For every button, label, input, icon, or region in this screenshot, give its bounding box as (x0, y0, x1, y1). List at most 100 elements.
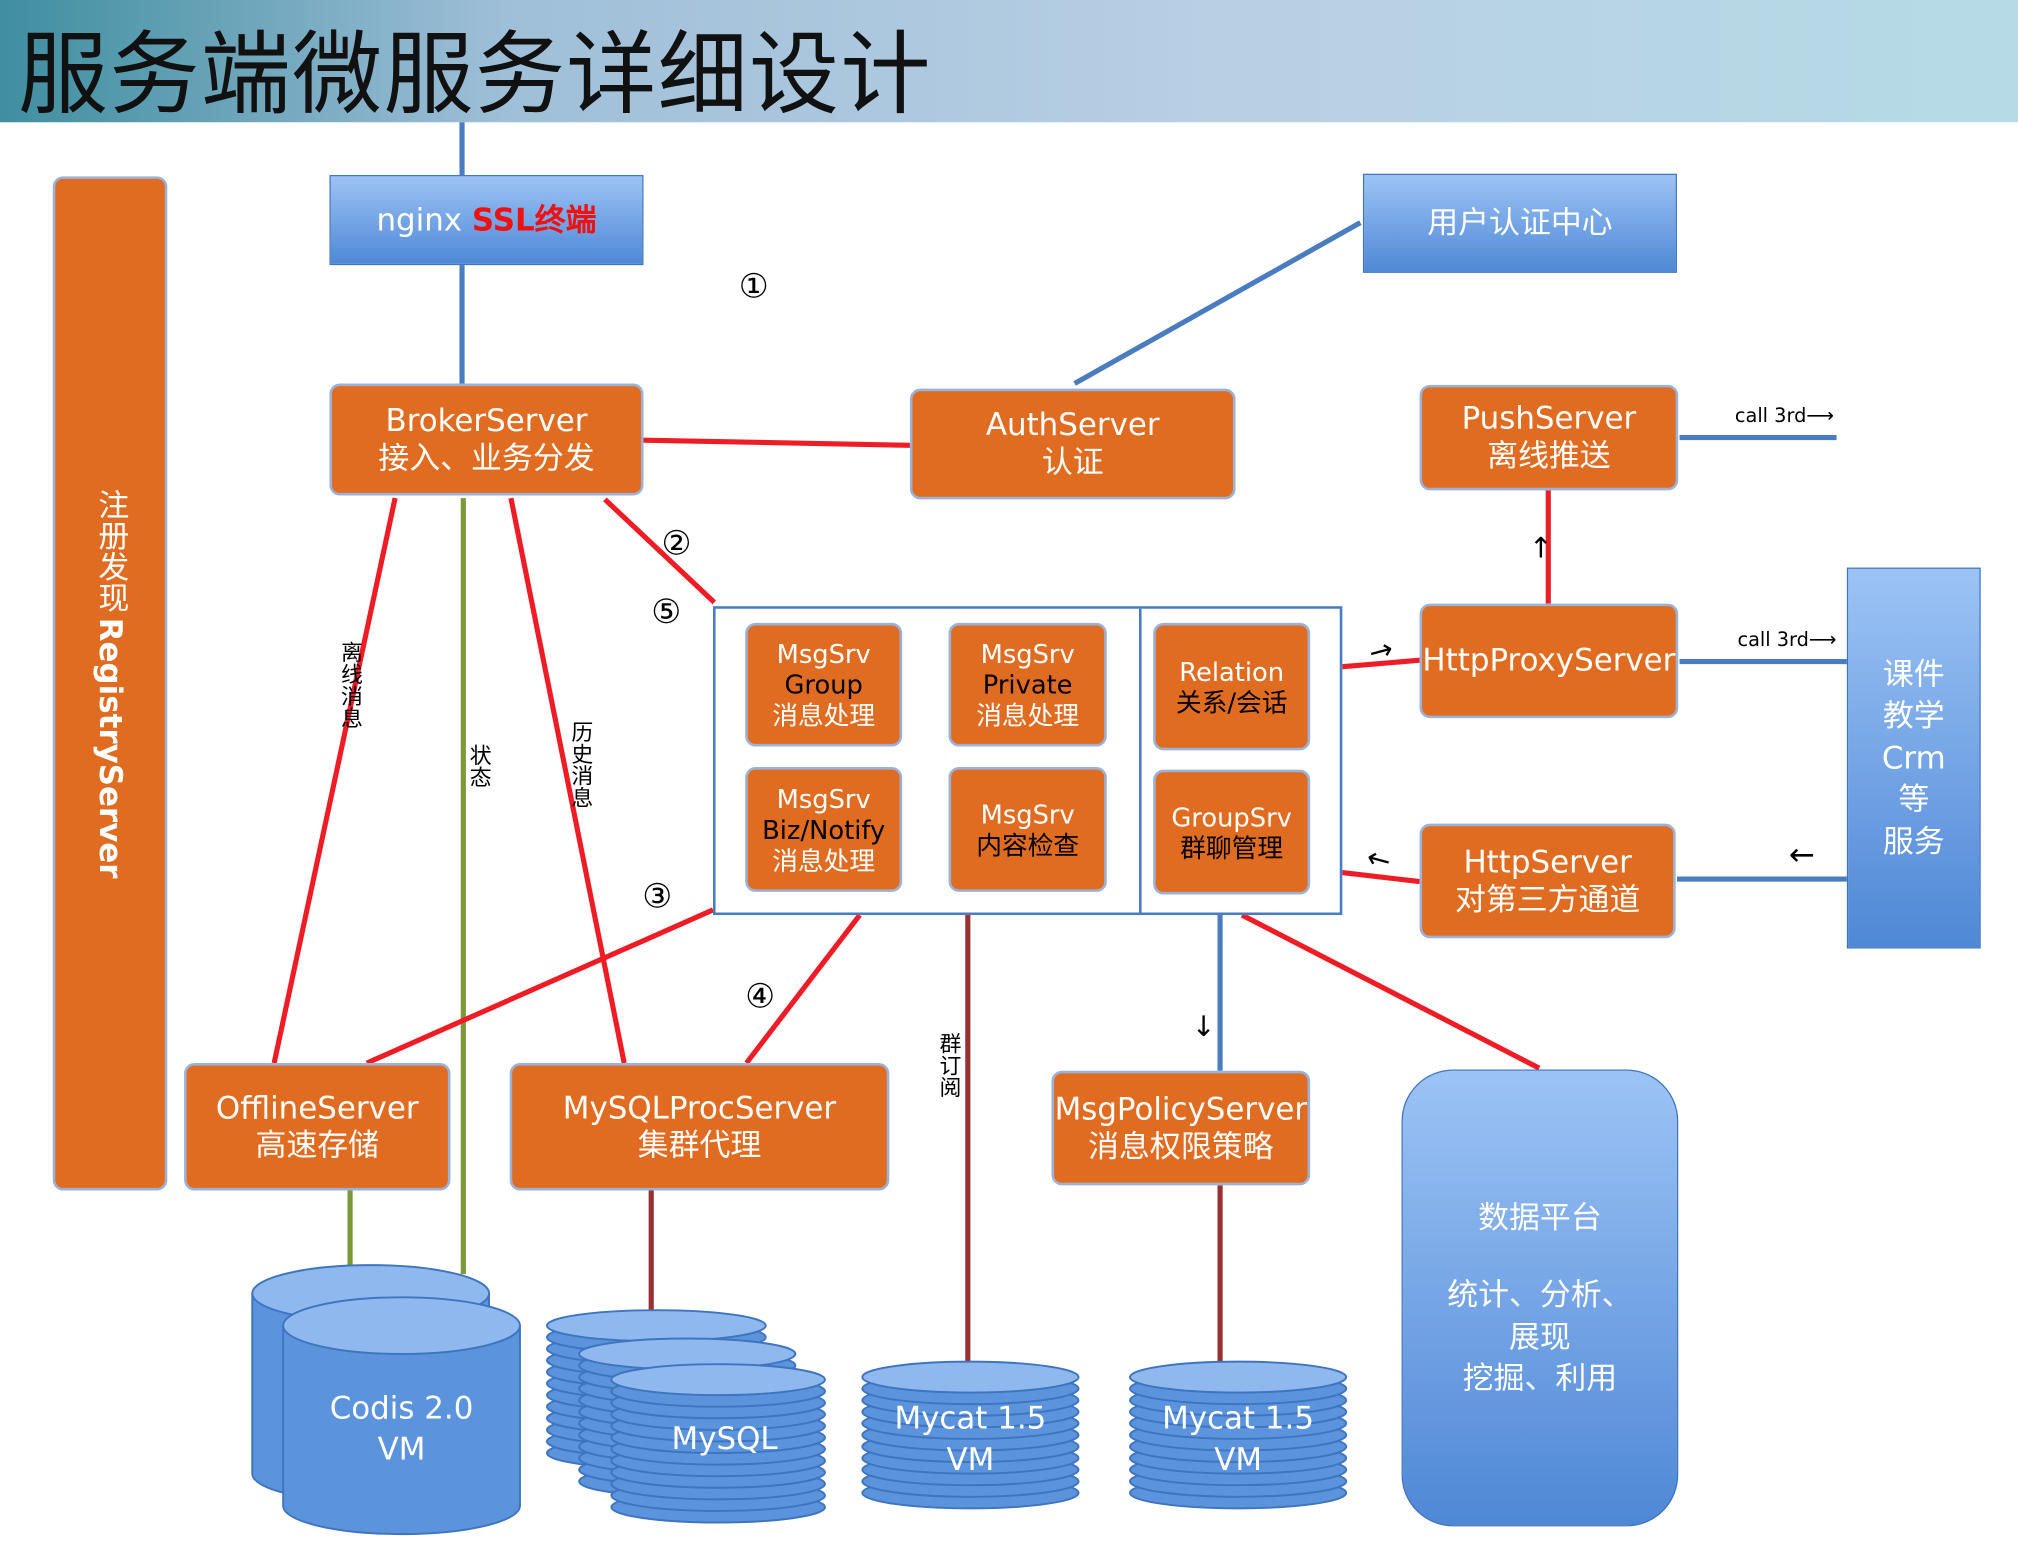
msgsrv-private-l1: MsgSrv (980, 638, 1075, 670)
msgsrv-group-l1: MsgSrv (776, 638, 871, 670)
broker-server[interactable]: BrokerServer 接入、业务分发 (329, 383, 644, 496)
codis-l1: Codis 2.0 (329, 1389, 474, 1426)
third-party-line: 等 (1898, 781, 1930, 818)
push-name: PushServer (1461, 400, 1637, 437)
mycat1-l2: VM (946, 1441, 995, 1478)
data-platform-l2: 统计、分析、 (1447, 1276, 1633, 1313)
msgsrv-group-l3: 消息处理 (772, 700, 876, 732)
user-auth-center[interactable]: 用户认证中心 (1362, 173, 1677, 273)
msgsrv-biz-l2: Biz/Notify (762, 814, 886, 845)
page-title: 服务端微服务详细设计 (18, 21, 932, 128)
third-party-services[interactable]: 课件 教学 Crm 等 服务 (1846, 567, 1981, 949)
offline-server[interactable]: OfflineServer 高速存储 (184, 1063, 451, 1191)
relation-server[interactable]: Relation 关系/会话 (1153, 622, 1311, 751)
data-platform-l3: 展现 (1509, 1318, 1571, 1355)
mysqlproc-desc: 集群代理 (637, 1126, 762, 1163)
line-broker-mysqlproc (508, 497, 627, 1064)
arrow-left-icon: ← (1788, 836, 1815, 873)
ssl-label: SSL终端 (471, 201, 597, 238)
nginx-box[interactable]: nginx SSL终端 (329, 175, 644, 266)
msgsrv-biz-l3: 消息处理 (772, 844, 876, 876)
data-platform-title: 数据平台 (1478, 1199, 1602, 1236)
mysql-label: MySQL (615, 1418, 834, 1460)
http-server-name: HttpServer (1463, 843, 1632, 880)
call-3rd-push-label: call 3rd⟶ (1734, 404, 1834, 428)
mycat2-label: Mycat 1.5 VM (1130, 1398, 1346, 1481)
broker-name: BrokerServer (385, 402, 588, 439)
line-broker-auth (643, 437, 910, 448)
msg-policy-server[interactable]: MsgPolicyServer 消息权限策略 (1051, 1070, 1311, 1186)
line-core-dataplatform (1240, 912, 1541, 1071)
msgsrv-private[interactable]: MsgSrv Private 消息处理 (948, 622, 1107, 747)
group-server[interactable]: GroupSrv 群聊管理 (1153, 769, 1311, 895)
offline-msg-label: 离线消息 (335, 640, 362, 729)
codis-l2: VM (377, 1431, 426, 1468)
nginx-label: nginx (376, 201, 463, 238)
msgsrv-check-l1: MsgSrv (980, 798, 1075, 830)
codis-db-icon (251, 1264, 521, 1536)
msgpolicy-name: MsgPolicyServer (1054, 1090, 1308, 1128)
http-proxy-server[interactable]: HttpProxyServer (1419, 603, 1679, 719)
offline-name: OfflineServer (215, 1089, 419, 1126)
mycat1-l1: Mycat 1.5 (894, 1400, 1047, 1437)
status-label: 状态 (464, 743, 491, 788)
registry-name: RegistryServer (92, 617, 129, 879)
step-1: ① (738, 267, 769, 307)
push-server[interactable]: PushServer 离线推送 (1419, 384, 1679, 491)
msgsrv-biz-l1: MsgSrv (776, 783, 871, 815)
mysqlproc-name: MySQLProcServer (562, 1089, 837, 1126)
line-broker-core (603, 497, 717, 605)
group-sub-label: 群订阅 (934, 1032, 961, 1098)
registry-desc: 注册发现 (92, 488, 129, 613)
step-5: ⑤ (651, 593, 682, 632)
groupsrv-l2: 群聊管理 (1180, 832, 1284, 863)
line-core-mysqlproc (744, 913, 862, 1065)
msgsrv-content-check[interactable]: MsgSrv 内容检查 (948, 767, 1107, 892)
step-2: ② (661, 525, 692, 564)
offline-desc: 高速存储 (255, 1126, 380, 1163)
relation-l1: Relation (1179, 655, 1285, 687)
msgsrv-group-l2: Group (784, 669, 863, 701)
mycat2-l2: VM (1214, 1441, 1262, 1478)
http-proxy-name: HttpProxyServer (1422, 642, 1676, 679)
registry-server[interactable]: RegistryServer 注册发现 (52, 176, 168, 1191)
line-auth-usercenter (1073, 220, 1362, 386)
data-platform[interactable]: 数据平台 统计、分析、 展现 挖掘、利用 (1401, 1069, 1679, 1527)
third-party-line: 教学 (1882, 698, 1945, 735)
title-bar: 服务端微服务详细设计 (0, 0, 2018, 127)
line-core-proxy (1342, 657, 1420, 670)
mycat2-db-icon (1129, 1360, 1348, 1510)
step-3: ③ (642, 877, 673, 917)
third-party-line: Crm (1881, 739, 1946, 776)
auth-server[interactable]: AuthServer 认证 (909, 388, 1236, 500)
step-4: ④ (745, 978, 776, 1017)
line-broker-offline (271, 497, 398, 1064)
push-desc: 离线推送 (1487, 437, 1611, 474)
msgsrv-biz-notify[interactable]: MsgSrv Biz/Notify 消息处理 (745, 767, 903, 892)
third-party-line: 课件 (1882, 656, 1945, 693)
msgsrv-private-l3: 消息处理 (976, 700, 1080, 732)
groupsrv-l1: GroupSrv (1171, 801, 1292, 833)
mysql-proc-server[interactable]: MySQLProcServer 集群代理 (509, 1063, 890, 1191)
http-server-desc: 对第三方通道 (1454, 880, 1641, 917)
third-party-line: 服务 (1882, 823, 1945, 860)
mycat1-db-icon (861, 1360, 1080, 1510)
codis-label: Codis 2.0 VM (283, 1387, 520, 1470)
mycat1-label: Mycat 1.5 VM (862, 1398, 1078, 1481)
relation-l2: 关系/会话 (1175, 686, 1288, 718)
msgsrv-group[interactable]: MsgSrv Group 消息处理 (745, 622, 903, 747)
auth-desc: 认证 (1041, 444, 1104, 481)
msgpolicy-desc: 消息权限策略 (1088, 1128, 1274, 1165)
line-http-core (1342, 870, 1420, 885)
mysql-db-icon (610, 1363, 826, 1524)
arrow-up-icon: ↑ (1528, 532, 1553, 565)
msgsrv-private-l2: Private (982, 669, 1073, 701)
container-divider (1138, 608, 1142, 913)
mysql-l1: MySQL (671, 1420, 778, 1457)
broker-desc: 接入、业务分发 (378, 439, 595, 476)
msgsrv-check-l2: 内容检查 (976, 829, 1080, 861)
http-server[interactable]: HttpServer 对第三方通道 (1419, 823, 1676, 939)
mycat2-l1: Mycat 1.5 (1162, 1400, 1315, 1437)
auth-name: AuthServer (985, 406, 1160, 443)
